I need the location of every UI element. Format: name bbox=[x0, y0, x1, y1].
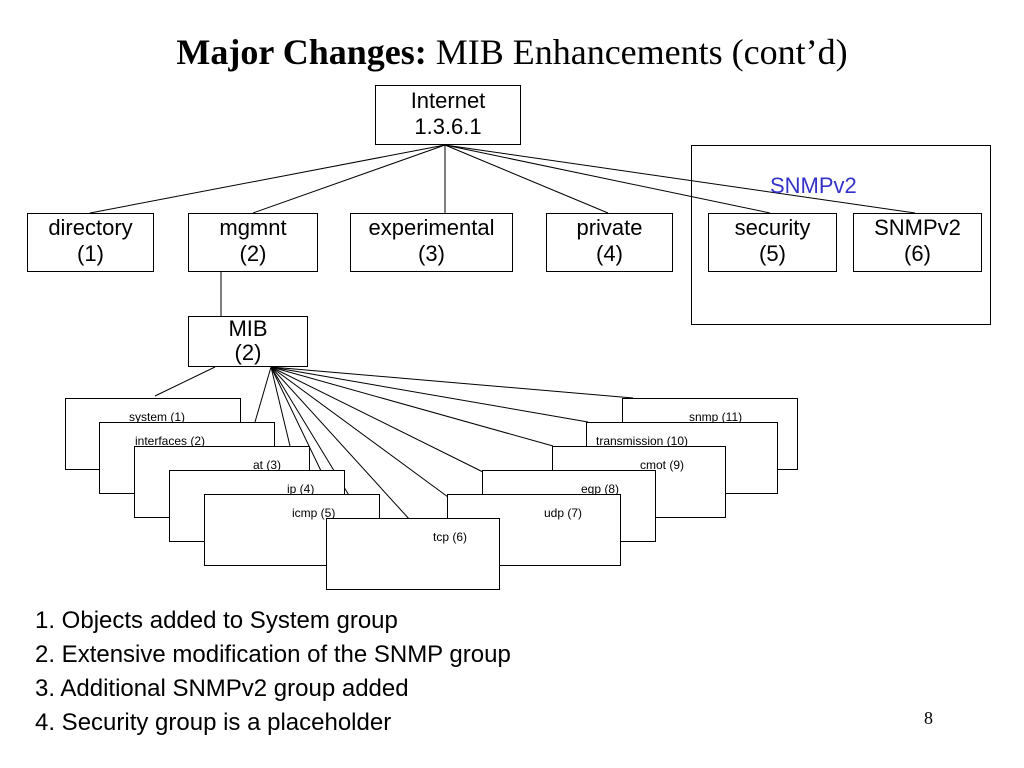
mib-group-label: udp (7) bbox=[544, 506, 583, 520]
edge-mib-at bbox=[270, 366, 291, 447]
node-number: (3) bbox=[418, 241, 445, 266]
node-mib-number: (2) bbox=[234, 340, 262, 365]
slide-title: Major Changes: MIB Enhancements (cont’d) bbox=[0, 30, 1024, 74]
snmpv2-group-label: SNMPv2 bbox=[770, 173, 857, 198]
node-internet-oid: 1.3.6.1 bbox=[414, 114, 482, 139]
node-label: directory bbox=[48, 215, 133, 240]
node-mib-name: MIB bbox=[228, 316, 268, 341]
mib-group-label: egp (8) bbox=[581, 482, 620, 496]
node-internet-name: Internet bbox=[410, 88, 486, 113]
node-mib: MIB (2) bbox=[188, 316, 308, 367]
edge-mib-udp bbox=[270, 366, 449, 498]
node-directory: directory (1) bbox=[27, 213, 154, 272]
edge-mib-system bbox=[154, 366, 216, 397]
note-item: 3. Additional SNMPv2 group added bbox=[35, 675, 409, 702]
node-label: private bbox=[576, 215, 643, 240]
edge-mib-ip bbox=[270, 366, 323, 474]
edge-internet-snmpv2 bbox=[444, 144, 916, 214]
node-label: security bbox=[734, 215, 811, 240]
title-bold: Major Changes: bbox=[176, 32, 427, 72]
snmpv2-group-box bbox=[691, 145, 991, 325]
edge-mib-interfaces bbox=[254, 366, 272, 423]
mib-group-label: at (3) bbox=[253, 458, 282, 472]
node-experimental: experimental (3) bbox=[350, 213, 513, 272]
node-label: SNMPv2 bbox=[874, 215, 961, 240]
edge-internet-private bbox=[444, 144, 609, 214]
edge-mib-cmot bbox=[270, 366, 554, 447]
node-internet: Internet 1.3.6.1 bbox=[375, 85, 521, 145]
mib-group-tcp: tcp (6) bbox=[326, 518, 500, 590]
edge-mib-transmission bbox=[270, 366, 589, 423]
title-rest: MIB Enhancements (cont’d) bbox=[426, 32, 848, 72]
mib-group-label: cmot (9) bbox=[640, 458, 685, 472]
node-snmpv2: SNMPv2 (6) bbox=[853, 213, 982, 272]
edge-mib-snmp bbox=[270, 366, 634, 399]
node-number: (1) bbox=[77, 241, 104, 266]
mib-group-label: interfaces (2) bbox=[135, 434, 206, 448]
mib-group-label: tcp (6) bbox=[433, 530, 468, 544]
node-label: mgmnt bbox=[219, 215, 287, 240]
note-item: 2. Extensive modification of the SNMP gr… bbox=[35, 641, 511, 668]
node-number: (4) bbox=[596, 241, 623, 266]
notes-list: 1. Objects added to System group 2. Exte… bbox=[35, 604, 511, 740]
node-mgmnt: mgmnt (2) bbox=[188, 213, 318, 272]
node-private: private (4) bbox=[546, 213, 673, 272]
mib-group-label: system (1) bbox=[129, 410, 186, 424]
note-item: 4. Security group is a placeholder bbox=[35, 709, 392, 736]
mib-group-label: ip (4) bbox=[287, 482, 315, 496]
edge-internet-directory bbox=[89, 144, 446, 214]
edge-internet-security bbox=[444, 144, 771, 214]
node-security: security (5) bbox=[708, 213, 837, 272]
edge-mib-egp bbox=[270, 366, 486, 474]
node-number: (2) bbox=[239, 241, 267, 266]
page-number: 8 bbox=[924, 708, 933, 728]
note-item: 1. Objects added to System group bbox=[35, 607, 398, 634]
node-number: (5) bbox=[759, 241, 786, 266]
node-number: (6) bbox=[904, 241, 931, 266]
edge-mib-tcp bbox=[270, 366, 411, 521]
node-label: experimental bbox=[368, 215, 495, 240]
mib-group-label: icmp (5) bbox=[292, 506, 336, 520]
edge-internet-mgmnt bbox=[252, 144, 446, 214]
mib-group-label: snmp (11) bbox=[689, 410, 743, 424]
mib-group-label: transmission (10) bbox=[596, 434, 689, 448]
